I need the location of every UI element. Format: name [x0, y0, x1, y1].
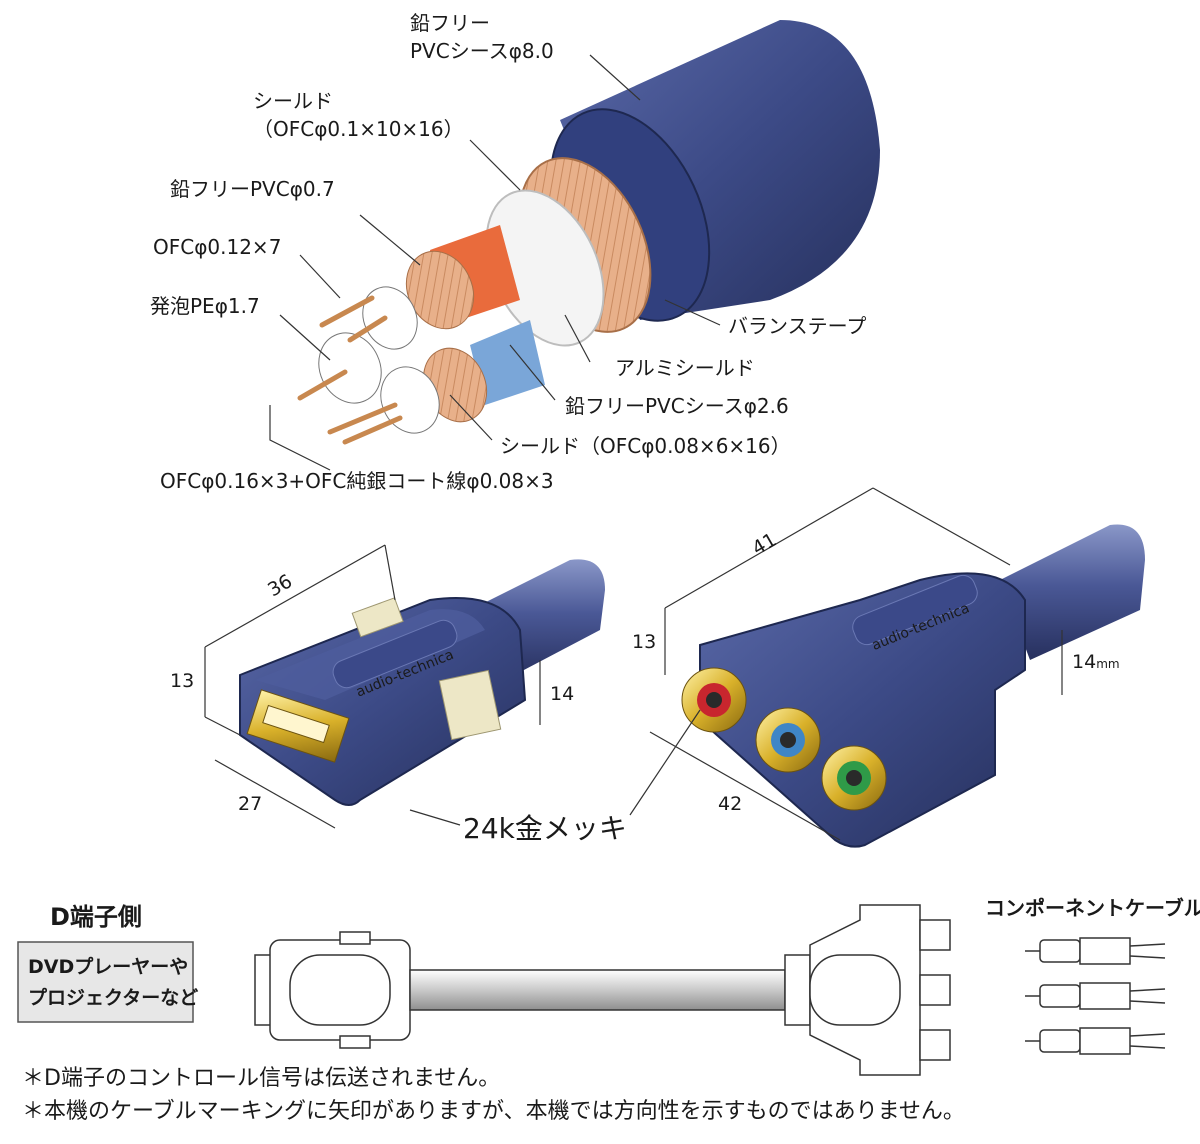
foam-pe-core-2 [318, 332, 382, 404]
inner-sheath-label: 鉛フリーPVCシースφ2.6 [565, 394, 789, 418]
d-height-value: 13 [170, 670, 194, 692]
d-connector-logo-plate [332, 619, 458, 689]
d-connector-latch-top [351, 597, 404, 638]
d-connector-dimensions [204, 544, 541, 829]
pvc-07-label: 鉛フリーPVCφ0.7 [170, 177, 335, 201]
conductor-2 [347, 315, 388, 343]
rca-depth-value: 42 [718, 793, 742, 815]
rca-logo-plate [852, 574, 978, 646]
rca-dimensions [649, 487, 1063, 841]
d-cable-height-value: 14 [550, 683, 574, 705]
rca-height-value: 13 [632, 631, 656, 653]
gold-plating-label: 24k金メッキ [463, 812, 627, 845]
conductor-1 [319, 295, 375, 328]
d-depth-value: 27 [238, 793, 262, 815]
foam-pe-label: 発泡PEφ1.7 [150, 294, 260, 318]
rca-jack-blue-hole [780, 732, 796, 748]
component-plug-3 [1025, 1027, 1166, 1055]
shield-label-2: （OFCφ0.1×10×16） [253, 117, 464, 141]
d-side-title: D端子側 [50, 903, 142, 931]
d-side-box-line-1: DVDプレーヤーや [28, 955, 188, 978]
d-width-value: 36 [264, 570, 296, 601]
shield-label-1: シールド [253, 89, 333, 113]
conductor-5 [342, 415, 403, 445]
balance-tape-label: バランステープ [728, 314, 866, 338]
component-plug-2 [1025, 982, 1166, 1010]
cable-labels: 鉛フリー PVCシースφ8.0 シールド （OFCφ0.1×10×16） 鉛フリ… [150, 11, 866, 493]
d-side-box-line-2: プロジェクターなど [28, 986, 198, 1009]
outer-sheath-label-2: PVCシースφ8.0 [410, 39, 554, 63]
outer-sheath-label-1: 鉛フリー [410, 11, 490, 35]
conductor-label: OFCφ0.16×3+OFC純銀コート線φ0.08×3 [160, 469, 554, 493]
rca-cable-height-value: 14mm [1072, 651, 1120, 673]
alu-shield-label: アルミシールド [615, 356, 755, 380]
component-plugs [1025, 937, 1166, 1055]
component-plug-1 [1025, 937, 1166, 965]
rca-jack-red-hole [706, 692, 722, 708]
d-connector-latch [438, 669, 502, 741]
rca-connector-body [699, 572, 1026, 848]
inner-blue-sheath [470, 320, 545, 405]
component-title: コンポーネントケーブル [985, 896, 1200, 920]
rca-jack-green-hole [846, 770, 862, 786]
cable-leader-lines [269, 54, 721, 471]
note-2: ＊本機のケーブルマーキングに矢印がありますが、本機では方向性を示すものではありま… [22, 1099, 965, 1124]
rca-width-value: 41 [749, 529, 781, 560]
d-connector-pins [262, 704, 330, 744]
d-connector: audio-technica [239, 559, 605, 806]
cable-cross-section [297, 20, 880, 445]
note-1: ＊D端子のコントロール信号は伝送されません。 [22, 1066, 500, 1091]
rca-connector: audio-technica [681, 524, 1145, 848]
schematic-cable [254, 904, 951, 1076]
inner-shield-label: シールド（OFCφ0.08×6×16） [500, 434, 791, 458]
rca-cable [1000, 524, 1145, 660]
conductor-4 [327, 402, 398, 435]
ofc-012-label: OFCφ0.12×7 [153, 235, 281, 259]
conductor-3 [297, 369, 348, 401]
d-side-box [17, 941, 194, 1023]
gold-leader-lines [409, 709, 701, 826]
